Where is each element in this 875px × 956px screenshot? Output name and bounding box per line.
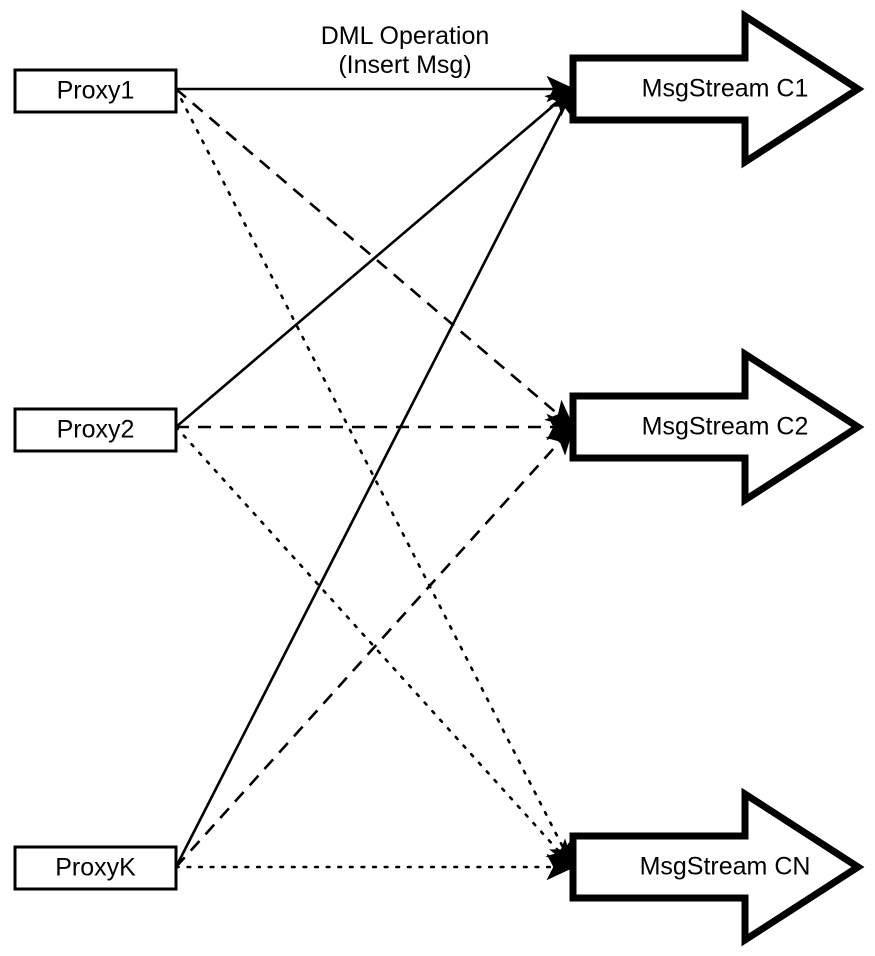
connection-line-dashed	[175, 425, 575, 868]
connection-proxyK-to-c1[interactable]	[174, 87, 575, 868]
msgstream-node-stream-cn[interactable]: MsgStream CN	[569, 787, 865, 947]
proxy-box-shape	[13, 845, 178, 891]
proxy-node-proxy2[interactable]: Proxy2	[13, 407, 178, 453]
edge-label-line-2: (Insert Msg)	[338, 51, 471, 79]
msgstream-label: MsgStream C1	[642, 75, 809, 103]
block-arrow-icon	[569, 787, 865, 947]
edge-label-line-1: DML Operation	[321, 22, 490, 50]
connections-layer	[174, 75, 576, 881]
proxy-box-shape	[13, 68, 178, 114]
edge-annotation-label: DML Operation (Insert Msg)	[321, 22, 490, 79]
proxy-label: ProxyK	[55, 854, 136, 882]
connection-proxyK-to-c2[interactable]	[175, 425, 575, 868]
msgstream-node-stream-c1[interactable]: MsgStream C1	[569, 9, 865, 169]
block-arrow-icon	[569, 9, 865, 169]
msgstream-node-stream-c2[interactable]: MsgStream C2	[569, 347, 865, 507]
proxy-node-proxy1[interactable]: Proxy1	[13, 68, 178, 114]
block-arrow-icon	[569, 347, 865, 507]
msgstream-label: MsgStream CN	[640, 853, 811, 881]
proxy-box-shape	[13, 407, 178, 453]
connection-proxy2-to-c1[interactable]	[175, 87, 575, 428]
msgstream-label: MsgStream C2	[642, 413, 809, 441]
connection-line-solid	[175, 87, 575, 428]
proxy-node-proxyK[interactable]: ProxyK	[13, 845, 178, 891]
proxy-label: Proxy2	[57, 416, 135, 444]
streams-layer: MsgStream C1 MsgStream C2 MsgStream CN	[569, 9, 865, 947]
connection-line-solid	[174, 87, 575, 868]
proxy-label: Proxy1	[57, 77, 135, 105]
